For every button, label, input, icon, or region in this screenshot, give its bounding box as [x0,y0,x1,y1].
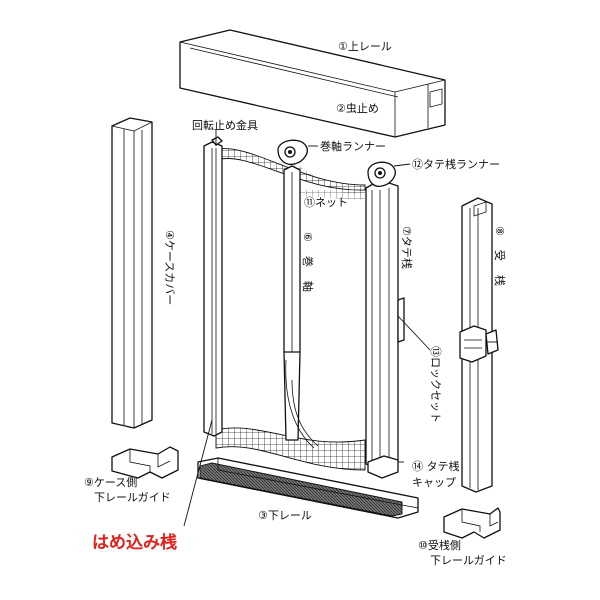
shaft-runner-part [277,139,308,166]
case-side-lower-rail-guide-part [111,446,179,479]
label-case-side-guide-line1: ⑨ケース側 [84,476,137,489]
label-stopper: ②虫止め [336,102,379,115]
leader-lines [183,130,498,527]
label-shaft-runner: 巻軸ランナー [320,139,386,153]
label-anti-rotation-bracket: 回転止め金具 [192,118,258,132]
roll-shaft-part [283,165,319,449]
vertical-bar-runner-part [367,161,396,188]
upper-rail-part [179,29,446,138]
label-vertical-bar-runner: ⑫タテ桟ランナー [412,157,500,171]
label-receiving-bar: ⑧受桟 [493,226,507,300]
label-receiver-side-guide-line2: 下レールガイド [430,554,507,567]
vertical-bar-part [365,179,405,471]
label-receiver-side-guide-line1: ⑩受桟側 [418,538,461,552]
label-roll-shaft: ⑥巻軸 [301,232,315,306]
fitting-bar-part [203,136,223,437]
label-upper-rail: ①上レール [338,40,392,53]
vertical-bar-cap-part [367,455,399,479]
receiver-side-lower-rail-guide-part [443,507,501,539]
case-cover-part [111,117,153,429]
lower-rail-part [197,457,419,519]
label-net: ⑪ネット [304,196,348,209]
label-case-cover: ④ケースカバー [163,230,176,305]
label-fitting-bar: はめ込み桟 [92,532,177,553]
lock-set-part [459,325,499,363]
label-case-side-guide-line2: 下レールガイド [94,491,171,504]
label-lower-rail: ③下レール [258,509,312,522]
label-vertical-bar-cap-line2: キャップ [412,476,456,489]
label-vertical-bar-cap-line1: ⑭ タテ桟 [412,459,460,473]
label-lock-set: ⑬ロックセット [429,346,442,423]
label-vertical-bar: ⑦タテ桟 [400,226,414,269]
